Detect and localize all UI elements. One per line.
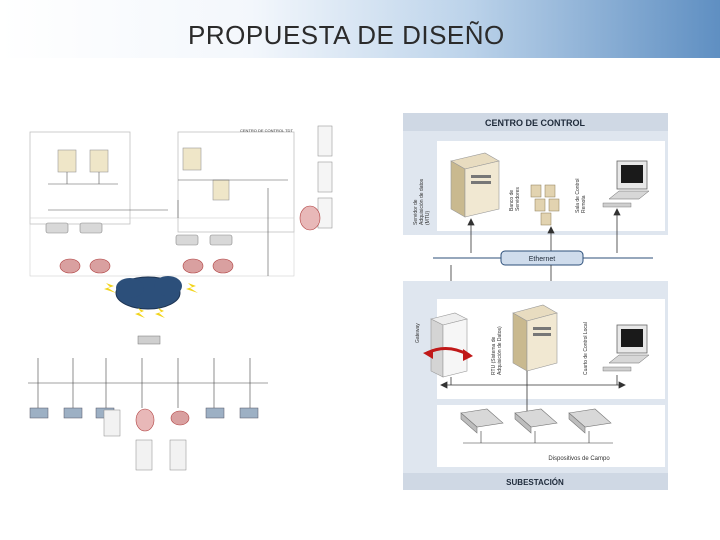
mtu-server-icon — [450, 152, 500, 218]
rtu-label: RTU (Sistema deAdquisición de Datos) — [491, 326, 503, 375]
gateway-icon — [423, 312, 473, 378]
remote-room-label: Sala de ControlRemota — [575, 179, 587, 213]
server-bank-icon — [530, 184, 560, 226]
ethernet-label: Ethernet — [529, 256, 556, 263]
left-cc-label: CENTRO DE CONTROL TDT — [240, 128, 293, 133]
scada-architecture-diagram: CENTRO DE CONTROL Servidor deAdquisición… — [403, 113, 668, 490]
slide-header — [0, 0, 720, 58]
local-pc-icon — [602, 324, 650, 372]
mtu-label: Servidor deAdquisición de datos(MTU) — [413, 178, 431, 225]
gateway-label: Gateway — [415, 323, 421, 343]
local-room-label: Cuarto de Control Local — [583, 322, 589, 375]
field-device-icons — [460, 408, 612, 434]
slide-title: PROPUESTA DE DISEÑO — [188, 20, 505, 50]
substation-title: SUBESTACIÓN — [506, 478, 564, 487]
network-topology-diagram: CENTRO DE CONTROL TDT — [18, 118, 380, 493]
remote-pc-icon — [602, 160, 650, 208]
field-devices-label: Dispositivos de Campo — [548, 456, 610, 462]
control-center-title: CENTRO DE CONTROL — [485, 118, 586, 128]
server-bank-label: Banco deServidores — [509, 187, 521, 211]
rtu-server-icon — [512, 304, 558, 372]
